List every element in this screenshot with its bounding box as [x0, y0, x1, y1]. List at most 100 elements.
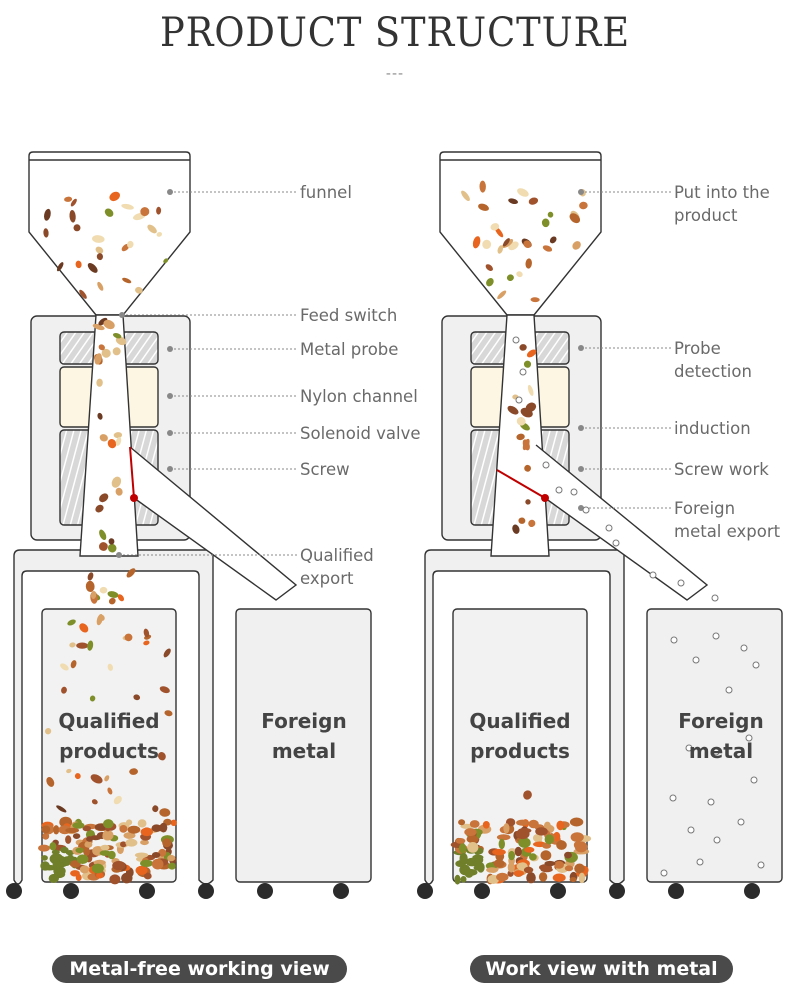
- nut: [143, 640, 150, 646]
- wheel: [609, 883, 625, 899]
- nylon-tube: [79, 314, 139, 557]
- metal-ball: [757, 861, 765, 869]
- nut: [517, 188, 529, 197]
- nut: [508, 198, 518, 205]
- nut: [143, 628, 150, 638]
- page-title: PRODUCT STRUCTURE: [160, 10, 630, 56]
- nut: [159, 686, 170, 694]
- wheel: [198, 883, 214, 899]
- nut: [459, 853, 468, 864]
- bin-qualified-label-2: products: [59, 739, 159, 763]
- label-put-into-product: Put into the: [674, 183, 770, 202]
- nut: [569, 817, 584, 827]
- metal-ball: [750, 776, 758, 784]
- nut: [115, 487, 123, 496]
- nut: [540, 867, 553, 873]
- falling-nuts: [43, 191, 173, 817]
- bin-qualified-label: Qualified: [58, 709, 159, 733]
- nut-pile: [38, 816, 177, 885]
- nut: [163, 648, 171, 658]
- metal-ball: [712, 748, 720, 756]
- nut: [127, 825, 141, 834]
- nut: [532, 834, 543, 842]
- nut: [90, 774, 103, 784]
- nut: [46, 776, 55, 787]
- nut: [92, 235, 105, 243]
- nut: [112, 333, 122, 339]
- nut: [73, 224, 81, 232]
- nut: [460, 876, 467, 883]
- right-labels: Put into the product Probe detection ind…: [469, 183, 780, 763]
- nut: [76, 642, 89, 649]
- label-induction: induction: [674, 419, 751, 438]
- nut: [479, 180, 486, 193]
- nut: [542, 245, 553, 252]
- caption-metal-free-view: Metal-free working view: [52, 955, 347, 983]
- metal-ball: [555, 486, 563, 494]
- title-ornament: ---: [385, 66, 405, 82]
- nut: [164, 710, 173, 717]
- nut: [506, 274, 514, 282]
- nut: [540, 850, 552, 861]
- caption-view-with-metal: Work view with metal: [470, 955, 733, 983]
- nut: [79, 865, 90, 874]
- nut: [525, 258, 532, 269]
- nut: [516, 271, 523, 278]
- nut: [472, 236, 481, 249]
- nut: [140, 207, 150, 217]
- nut: [526, 349, 537, 358]
- metal-ball: [696, 858, 704, 866]
- nut: [117, 594, 125, 602]
- nut: [135, 865, 148, 876]
- metal-ball: [713, 836, 721, 844]
- nut: [151, 824, 162, 832]
- nut: [579, 201, 588, 210]
- nut: [112, 347, 121, 356]
- nut: [569, 213, 581, 224]
- nut: [94, 353, 102, 365]
- nut: [99, 529, 107, 541]
- nut: [497, 245, 504, 254]
- nut: [69, 210, 76, 223]
- nut: [44, 728, 52, 735]
- nut: [74, 773, 81, 780]
- nut: [75, 847, 85, 854]
- label-funnel: funnel: [300, 183, 352, 202]
- metal-ball: [515, 396, 523, 404]
- bin-qualified-label-2: products: [470, 739, 570, 763]
- nut: [99, 493, 109, 503]
- nut: [65, 835, 72, 844]
- nut: [135, 286, 143, 294]
- nut: [104, 208, 114, 217]
- nut: [126, 819, 133, 826]
- metal-ball: [612, 539, 620, 547]
- label-qualified-export: Qualified: [300, 546, 374, 565]
- nut: [523, 240, 532, 248]
- nut: [90, 591, 97, 599]
- wheel: [6, 883, 22, 899]
- nut: [515, 828, 530, 840]
- metal-ball: [692, 656, 700, 664]
- nut: [107, 438, 117, 449]
- nut: [528, 197, 539, 205]
- nut: [496, 834, 511, 841]
- nut: [115, 436, 122, 446]
- nut: [113, 432, 123, 439]
- metal-ball: [685, 744, 693, 752]
- nut: [56, 805, 67, 813]
- metal-ball: [711, 594, 719, 602]
- nut: [48, 873, 59, 883]
- nut: [97, 412, 103, 420]
- nut: [514, 846, 522, 857]
- nut: [455, 838, 466, 844]
- nut: [82, 825, 92, 832]
- nut: [528, 519, 536, 528]
- nut: [513, 870, 524, 877]
- nut: [61, 686, 67, 694]
- nut: [519, 344, 527, 351]
- nut: [512, 524, 520, 534]
- nut: [526, 872, 536, 884]
- nut: [518, 837, 531, 848]
- support-frame: [424, 549, 625, 885]
